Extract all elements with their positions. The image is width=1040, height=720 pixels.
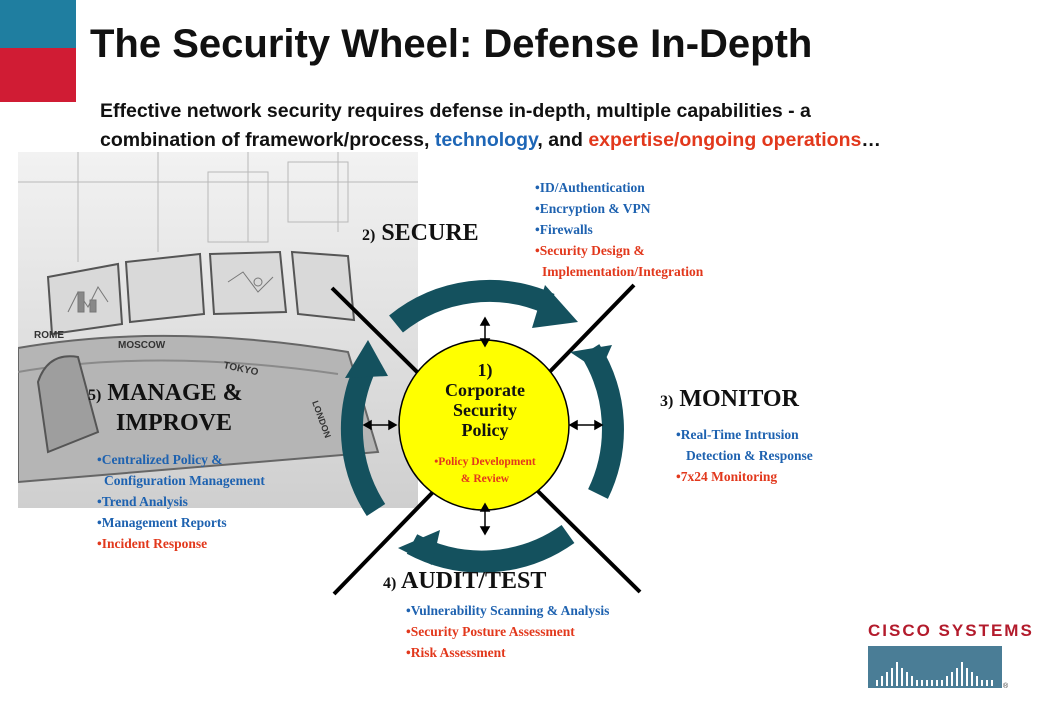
audit-heading: 4) AUDIT/TEST bbox=[383, 568, 546, 595]
monitor-label: MONITOR bbox=[679, 386, 799, 412]
audit-bullet-3: •Risk Assessment bbox=[406, 645, 506, 660]
cisco-logo-text: CISCO SYSTEMS bbox=[868, 621, 1034, 640]
manage-number: 5) bbox=[88, 387, 102, 404]
secure-label: SECURE bbox=[381, 220, 479, 246]
manage-bullets: •Centralized Policy & Configuration Mana… bbox=[97, 449, 265, 554]
policy-title-line-4: Policy bbox=[461, 420, 509, 440]
policy-title-line-2: Corporate bbox=[445, 380, 525, 400]
audit-bullet-1: •Vulnerability Scanning & Analysis bbox=[406, 603, 610, 618]
cisco-logo-mark: ® bbox=[868, 646, 1009, 690]
manage-heading: 5) MANAGE & bbox=[88, 380, 243, 407]
manage-label-1: MANAGE & bbox=[107, 380, 243, 406]
policy-bullet-line-1: •Policy Development bbox=[434, 456, 536, 468]
arc-right bbox=[580, 344, 624, 499]
monitor-heading: 3) MONITOR bbox=[660, 386, 799, 413]
secure-number: 2) bbox=[362, 227, 376, 244]
corner-square-blue bbox=[0, 0, 76, 48]
registered-mark: ® bbox=[1003, 682, 1009, 690]
arc-left bbox=[340, 361, 386, 517]
arrowhead-top bbox=[532, 285, 578, 328]
arrowhead-right bbox=[570, 345, 612, 372]
arrowhead-bottom bbox=[398, 530, 440, 565]
audit-bullet-2: •Security Posture Assessment bbox=[406, 624, 575, 639]
intro-ellipsis: … bbox=[861, 129, 881, 151]
manage-bullet-5: •Incident Response bbox=[97, 536, 208, 551]
manage-bullet-2: Configuration Management bbox=[104, 473, 265, 488]
audit-number: 4) bbox=[383, 575, 397, 592]
policy-title: 1) Corporate Security Policy bbox=[412, 360, 558, 440]
secure-bullet-1: •ID/Authentication bbox=[535, 180, 645, 195]
secure-bullet-5: Implementation/Integration bbox=[542, 264, 704, 279]
manage-heading-line-2: IMPROVE bbox=[116, 410, 232, 436]
intro-technology: technology bbox=[434, 129, 538, 151]
arrowhead-left bbox=[345, 340, 388, 378]
manage-bullet-3: •Trend Analysis bbox=[97, 494, 188, 509]
monitor-bullets: •Real-Time Intrusion Detection & Respons… bbox=[676, 424, 813, 487]
secure-bullet-2: •Encryption & VPN bbox=[535, 201, 651, 216]
audit-bullets: •Vulnerability Scanning & Analysis •Secu… bbox=[406, 600, 609, 663]
intro-expertise: expertise/ongoing operations bbox=[588, 129, 862, 151]
policy-bullets: •Policy Development & Review bbox=[412, 454, 558, 488]
manage-bullet-1: •Centralized Policy & bbox=[97, 452, 223, 467]
secure-heading: 2) SECURE bbox=[362, 220, 479, 247]
monitor-bullet-3: •7x24 Monitoring bbox=[676, 469, 778, 484]
monitor-number: 3) bbox=[660, 393, 674, 410]
intro-text-1: Effective network security requires defe… bbox=[100, 100, 811, 151]
arc-top bbox=[389, 280, 555, 333]
monitor-bullet-2: Detection & Response bbox=[686, 448, 813, 463]
page-title: The Security Wheel: Defense In-Depth bbox=[90, 22, 813, 66]
intro-paragraph: Effective network security requires defe… bbox=[100, 97, 900, 155]
corner-square-red bbox=[0, 48, 76, 102]
intro-text-2: , and bbox=[537, 129, 589, 151]
secure-bullet-3: •Firewalls bbox=[535, 222, 593, 237]
audit-label: AUDIT/TEST bbox=[401, 568, 547, 594]
policy-bullet-line-2: & Review bbox=[460, 473, 510, 485]
policy-title-line-3: Security bbox=[453, 400, 517, 420]
monitor-bullet-1: •Real-Time Intrusion bbox=[676, 427, 799, 442]
secure-bullets: •ID/Authentication •Encryption & VPN •Fi… bbox=[535, 177, 703, 282]
photo-label-moscow: MOSCOW bbox=[118, 340, 166, 351]
secure-bullet-4: •Security Design & bbox=[535, 243, 645, 258]
photo-label-rome: ROME bbox=[34, 330, 64, 341]
manage-bullet-4: •Management Reports bbox=[97, 515, 227, 530]
policy-title-line-1: 1) bbox=[477, 360, 493, 380]
